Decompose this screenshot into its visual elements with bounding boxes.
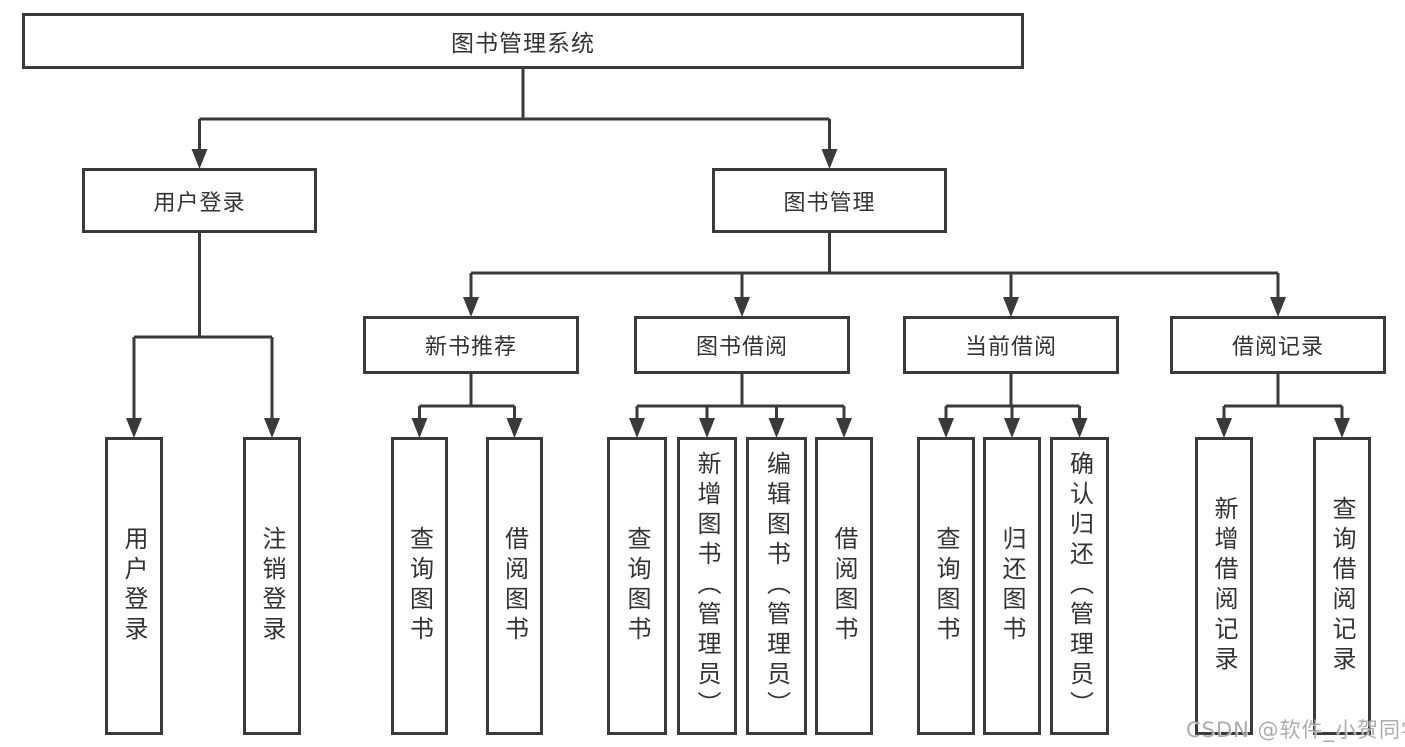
node-cb-return: 归还图书 xyxy=(983,437,1041,735)
node-borrow-records: 借阅记录 xyxy=(1170,316,1386,374)
node-cb-query: 查询图书 xyxy=(917,437,975,735)
node-book-mgmt-label: 图书管理 xyxy=(783,190,876,216)
node-user-login-label: 用户登录 xyxy=(153,190,246,216)
node-book-borrow: 图书借阅 xyxy=(634,316,850,374)
node-br-query-label: 查询借阅记录 xyxy=(1328,496,1356,676)
node-nbr-borrow: 借阅图书 xyxy=(486,437,543,735)
node-bb-edit: 编辑图书（管理员） xyxy=(746,437,807,735)
node-nbr-query: 查询图书 xyxy=(391,437,448,735)
node-current-borrow-label: 当前借阅 xyxy=(964,335,1057,360)
node-user-login: 用户登录 xyxy=(82,168,317,233)
node-book-mgmt: 图书管理 xyxy=(712,168,947,233)
node-logout-label: 注销登录 xyxy=(258,526,286,646)
node-br-query: 查询借阅记录 xyxy=(1313,437,1371,735)
node-new-book-rec-label: 新书推荐 xyxy=(424,335,517,360)
watermark: CSDN @软件_小贺同学 xyxy=(1186,718,1405,742)
node-bb-borrow-label: 借阅图书 xyxy=(830,526,858,646)
node-cb-query-label: 查询图书 xyxy=(932,526,960,646)
node-cb-confirm-label: 确认归还（管理员） xyxy=(1065,451,1094,721)
node-br-add-label: 新增借阅记录 xyxy=(1210,496,1238,676)
node-new-book-rec: 新书推荐 xyxy=(363,316,579,374)
node-nbr-borrow-label: 借阅图书 xyxy=(500,526,529,646)
node-root-label: 图书管理系统 xyxy=(451,31,595,57)
node-login-label: 用户登录 xyxy=(120,526,148,646)
node-borrow-records-label: 借阅记录 xyxy=(1231,335,1324,360)
node-root: 图书管理系统 xyxy=(22,13,1024,69)
node-bb-edit-label: 编辑图书（管理员） xyxy=(762,451,791,721)
node-br-add: 新增借阅记录 xyxy=(1195,437,1253,735)
node-bb-borrow: 借阅图书 xyxy=(815,437,873,735)
node-bb-query-label: 查询图书 xyxy=(623,526,651,646)
node-current-borrow: 当前借阅 xyxy=(903,316,1119,374)
node-nbr-query-label: 查询图书 xyxy=(405,526,434,646)
node-bb-add: 新增图书（管理员） xyxy=(677,437,737,735)
node-cb-return-label: 归还图书 xyxy=(998,526,1026,646)
node-bb-query: 查询图书 xyxy=(607,437,667,735)
node-login: 用户登录 xyxy=(105,437,163,735)
node-logout: 注销登录 xyxy=(243,437,301,735)
node-cb-confirm: 确认归还（管理员） xyxy=(1050,437,1109,735)
node-bb-add-label: 新增图书（管理员） xyxy=(693,451,721,721)
node-book-borrow-label: 图书借阅 xyxy=(695,335,788,360)
